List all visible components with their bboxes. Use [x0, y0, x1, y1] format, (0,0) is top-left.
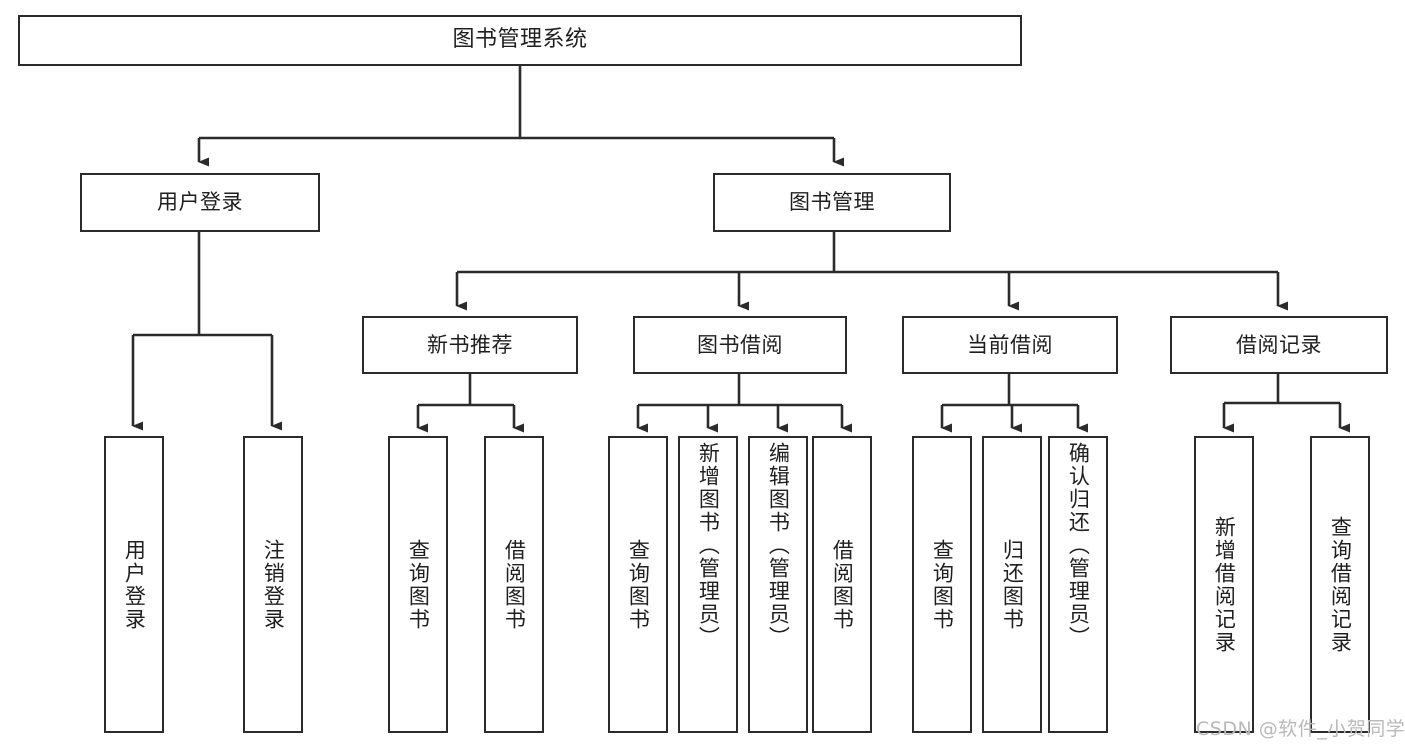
- node-leaf-add-record-label: 新增借阅记录: [1212, 515, 1237, 654]
- node-leaf-query-book-3[interactable]: 查询图书: [912, 436, 972, 733]
- node-leaf-query-book-2[interactable]: 查询图书: [608, 436, 668, 733]
- node-leaf-borrow-book-2-label: 借阅图书: [830, 538, 855, 631]
- node-current-borrow-label: 当前借阅: [967, 332, 1053, 357]
- node-new-book-recommend-label: 新书推荐: [427, 332, 513, 357]
- node-leaf-add-book[interactable]: 新增图书（管理员）: [678, 436, 738, 733]
- node-borrow-record[interactable]: 借阅记录: [1170, 316, 1388, 374]
- node-user-login[interactable]: 用户登录: [80, 173, 320, 232]
- node-leaf-borrow-book-2[interactable]: 借阅图书: [812, 436, 872, 733]
- node-book-management[interactable]: 图书管理: [713, 173, 951, 232]
- node-root-label: 图书管理系统: [452, 27, 588, 53]
- node-book-borrow-label: 图书借阅: [697, 332, 783, 357]
- node-leaf-logout-login-label: 注销登录: [261, 538, 286, 631]
- node-leaf-edit-book[interactable]: 编辑图书（管理员）: [748, 436, 808, 733]
- node-leaf-borrow-book-1[interactable]: 借阅图书: [484, 436, 544, 733]
- node-new-book-recommend[interactable]: 新书推荐: [362, 316, 578, 374]
- node-leaf-borrow-book-1-label: 借阅图书: [502, 538, 527, 631]
- node-leaf-return-book[interactable]: 归还图书: [982, 436, 1042, 733]
- node-leaf-add-record[interactable]: 新增借阅记录: [1194, 436, 1254, 733]
- node-leaf-query-record-label: 查询借阅记录: [1328, 515, 1353, 654]
- node-leaf-confirm-return[interactable]: 确认归还（管理员）: [1048, 436, 1108, 733]
- node-book-management-label: 图书管理: [789, 190, 875, 215]
- node-leaf-logout-login[interactable]: 注销登录: [243, 436, 303, 733]
- node-root[interactable]: 图书管理系统: [18, 15, 1022, 66]
- node-leaf-add-book-label: 新增图书（管理员）: [696, 442, 721, 649]
- node-leaf-user-login[interactable]: 用户登录: [104, 436, 164, 733]
- node-borrow-record-label: 借阅记录: [1236, 332, 1322, 357]
- node-leaf-query-book-1-label: 查询图书: [406, 538, 431, 631]
- node-user-login-label: 用户登录: [157, 190, 243, 215]
- node-leaf-query-book-1[interactable]: 查询图书: [388, 436, 448, 733]
- node-current-borrow[interactable]: 当前借阅: [902, 316, 1118, 374]
- node-leaf-query-record[interactable]: 查询借阅记录: [1310, 436, 1370, 733]
- node-leaf-confirm-return-label: 确认归还（管理员）: [1066, 442, 1091, 649]
- node-leaf-query-book-2-label: 查询图书: [626, 538, 651, 631]
- node-leaf-user-login-label: 用户登录: [122, 538, 147, 631]
- node-book-borrow[interactable]: 图书借阅: [633, 316, 847, 374]
- node-leaf-edit-book-label: 编辑图书（管理员）: [766, 442, 791, 649]
- node-leaf-query-book-3-label: 查询图书: [930, 538, 955, 631]
- node-leaf-return-book-label: 归还图书: [1000, 538, 1025, 631]
